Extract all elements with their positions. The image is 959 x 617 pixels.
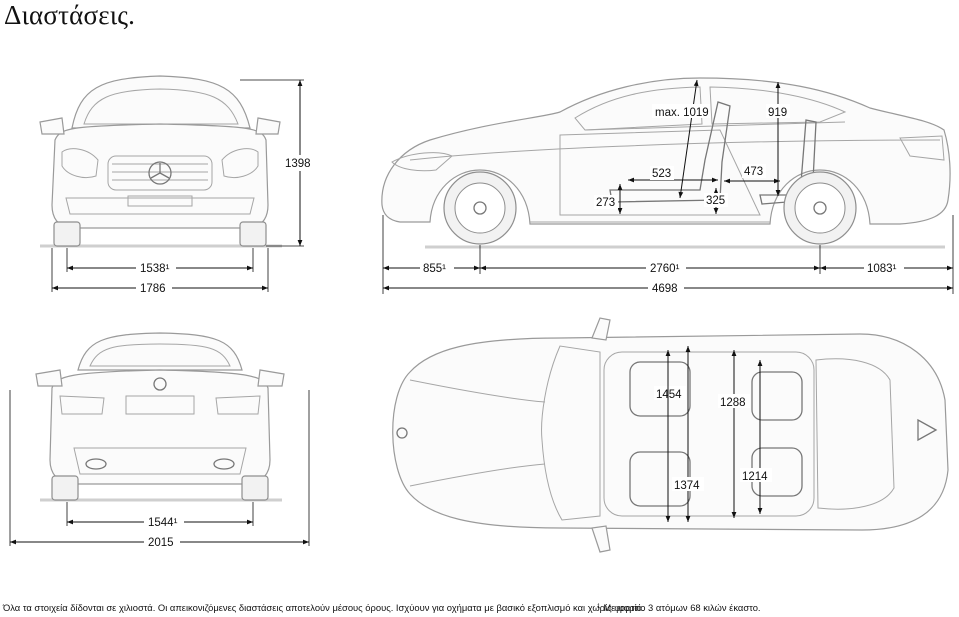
dim-seat-front-height-label: 273 — [596, 197, 615, 209]
footnote-1-text: Με φορτίο 3 ατόμων 68 κιλών έκαστο. — [603, 602, 761, 613]
dim-side-interior: max. 1019 919 523 273 325 473 — [594, 79, 790, 214]
page-title: Διαστάσεις. — [4, 0, 136, 30]
side-view-car — [381, 77, 951, 249]
dim-rear-track-label: 1544¹ — [148, 517, 178, 529]
dim-rear-overhang-label: 1083¹ — [867, 263, 897, 275]
dim-top-interior: 1454 1288 1374 1214 — [654, 346, 772, 522]
dim-rear-widths: 1544¹ 2015 — [9, 390, 310, 549]
dim-hip-front-label: 1374 — [674, 480, 700, 492]
dim-wheelbase-label: 2760¹ — [650, 263, 680, 275]
footnote-marker: 1 — [597, 604, 601, 610]
dim-front-width: 1786 — [51, 248, 269, 295]
dim-seat-front-len-label: 523 — [652, 168, 671, 180]
dim-front-overhang-label: 855¹ — [423, 263, 446, 275]
dim-seat-rear-len-label: 473 — [744, 166, 763, 178]
front-view-car — [39, 75, 282, 248]
dim-side-lengths: 855¹ 2760¹ 1083¹ 4698 — [382, 215, 954, 295]
dim-front-height-label: 1398 — [285, 158, 311, 170]
dim-front-track: 1538¹ — [66, 248, 254, 275]
dim-headroom-front-label: max. 1019 — [655, 107, 709, 119]
dim-front-width-label: 1786 — [140, 283, 166, 295]
rear-view-car — [35, 332, 285, 502]
dim-headroom-rear-label: 919 — [768, 107, 787, 119]
dim-front-track-label: 1538¹ — [140, 263, 170, 275]
dim-shoulder-front-label: 1454 — [656, 389, 682, 401]
dim-total-length-label: 4698 — [652, 283, 678, 295]
dim-shoulder-rear-label: 1288 — [720, 397, 746, 409]
dim-seat-rear-height-label: 325 — [706, 195, 725, 207]
top-view-car — [392, 317, 949, 553]
footnote-main: Όλα τα στοιχεία δίδονται σε χιλιοστά. Οι… — [3, 602, 645, 613]
dim-hip-rear-label: 1214 — [742, 471, 768, 483]
dim-front-height: 1398 — [240, 79, 312, 247]
dim-width-mirrors-label: 2015 — [148, 537, 174, 549]
